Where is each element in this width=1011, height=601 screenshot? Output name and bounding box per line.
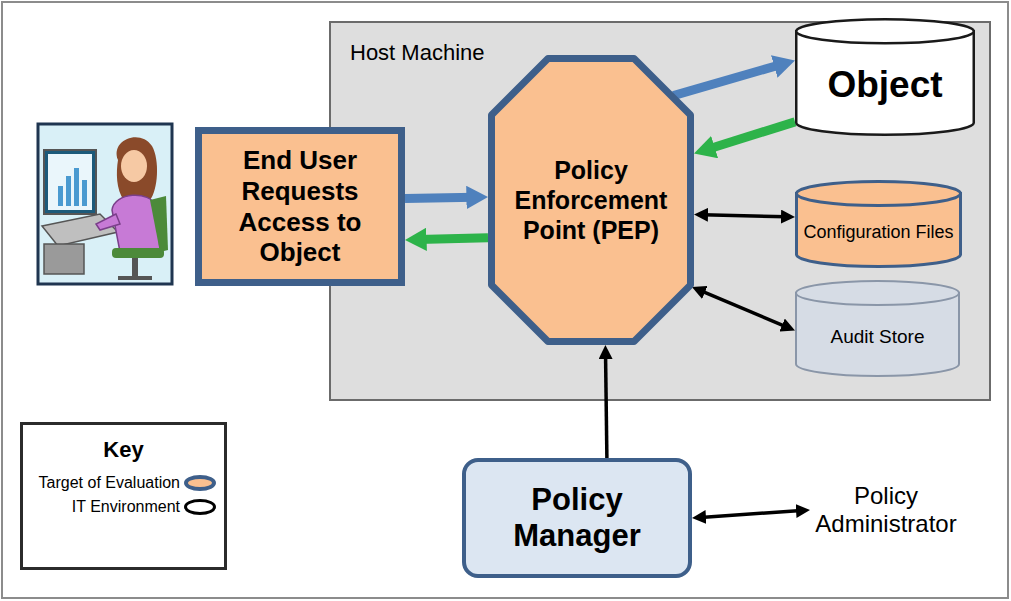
connector-arrow <box>703 215 787 217</box>
object-cylinder: Object <box>795 18 975 136</box>
connector-arrow <box>701 511 802 518</box>
connector-arrow <box>700 290 787 327</box>
config-cylinder: Configuration Files <box>795 180 962 268</box>
legend-swatch <box>184 499 216 515</box>
node-text: Audit Store <box>831 326 925 348</box>
node-text: Object <box>827 64 942 106</box>
process-box: End User Requests Access to Object <box>195 127 405 286</box>
manager-box: Policy Manager <box>462 458 692 578</box>
connector-arrow <box>707 122 795 150</box>
end-user-illustration <box>38 124 172 284</box>
node-text: Policy Manager <box>476 482 678 553</box>
node-text: Key <box>103 437 143 463</box>
enforcement-octagon: Policy Enforcement Point (PEP) <box>488 55 694 345</box>
node-text: Policy Enforcement Point (PEP) <box>498 155 684 245</box>
connector-arrow <box>405 197 475 198</box>
node-text: Host Machine <box>350 40 485 66</box>
legend-row: IT Environment <box>31 498 216 516</box>
legend-swatch <box>184 475 216 491</box>
connector-arrow <box>606 354 607 458</box>
actor-label: Policy Administrator <box>810 470 962 550</box>
legend-box: KeyTarget of Evaluation IT Environment <box>20 422 227 570</box>
legend-row: Target of Evaluation <box>31 474 216 492</box>
legend-text: Target of Evaluation <box>39 474 180 492</box>
node-text: Configuration Files <box>803 222 953 243</box>
host-machine-fill <box>330 22 990 400</box>
host-machine-region: Host MachinePolicy Enforcement Point (PE… <box>330 22 990 400</box>
audit-cylinder: Audit Store <box>795 280 960 377</box>
node-text: End User Requests Access to Object <box>212 145 388 268</box>
legend-text: IT Environment <box>72 498 180 516</box>
connector-arrow <box>418 238 488 240</box>
connector-arrow <box>673 64 782 95</box>
node-text: Policy Administrator <box>812 482 960 537</box>
